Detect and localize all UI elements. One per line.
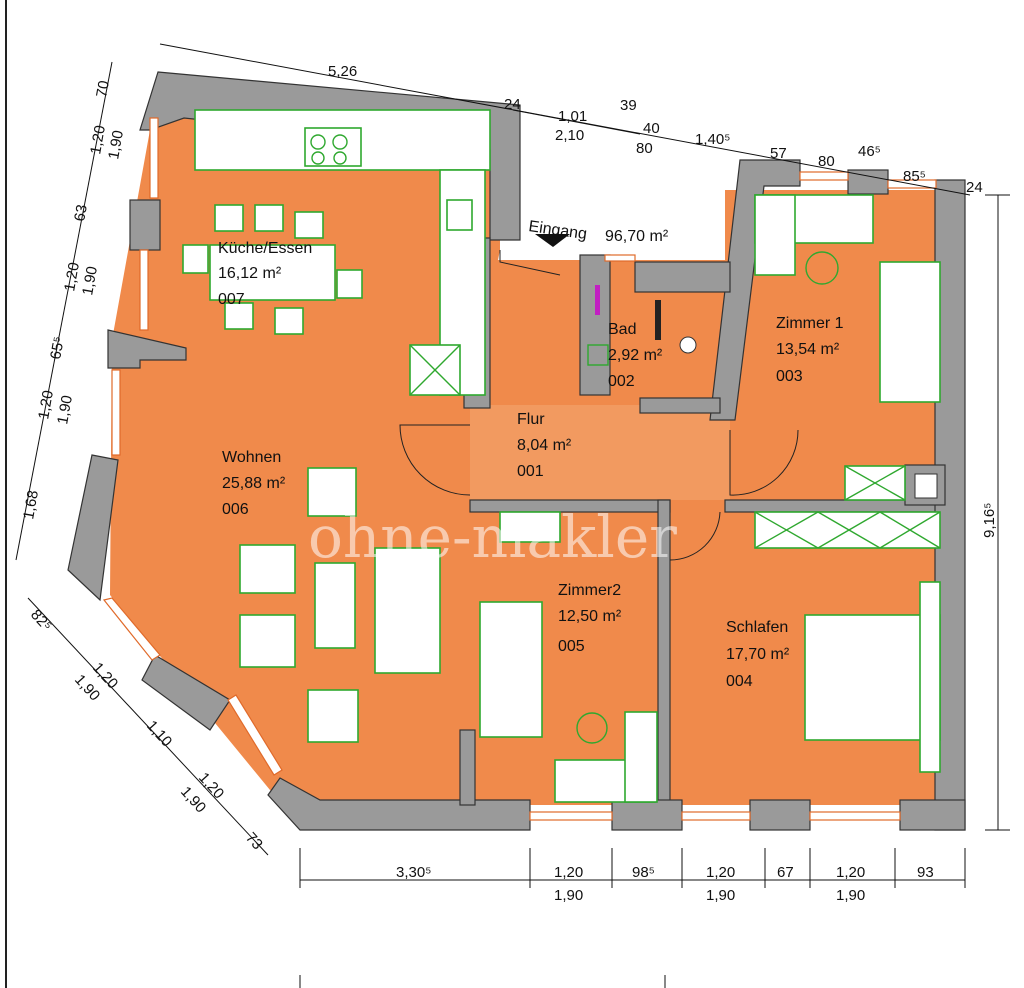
room-number-kueche: 007 [218,291,245,308]
dim-left-1: 1,20 [87,124,109,156]
dim-bottom-6: 67 [777,864,794,881]
dimensions-bottom: 3,30⁵ 1,20 1,90 98⁵ 1,20 1,90 67 1,20 1,… [396,864,934,904]
room-number-schlafen: 004 [726,673,753,690]
doors [399,250,799,561]
room-area-zimmer2: 12,50 m² [558,608,622,625]
room-name-bad: Bad [608,321,636,338]
room-number-wohnen: 006 [222,501,249,518]
room-name-kueche: Küche/Essen [218,240,312,257]
hall-floor [470,405,730,500]
room-area-bad: 2,92 m² [608,347,663,364]
room-name-schlafen: Schlafen [726,619,788,636]
room-name-wohnen: Wohnen [222,449,281,466]
room-number-zimmer2: 005 [558,638,585,655]
zimmer2-furniture [479,511,658,803]
watermark: ohne-makler [308,503,677,571]
dim-top-7: 1,40⁵ [695,131,730,148]
dim-bottom-7: 1,20 [836,864,865,881]
dim-left-3: 63 [71,203,91,222]
dim-bottom-5: 1,90 [706,887,735,904]
entrance-arrow-icon [535,234,570,247]
bath-fixtures [587,285,697,366]
dim-top-3: 2,10 [555,127,584,144]
dim-bottom-4: 1,20 [706,864,735,881]
room-area-zimmer1: 13,54 m² [776,341,840,358]
dim-top-2: 1,01 [558,108,587,125]
living-furniture [239,467,441,743]
dim-diag-0: 82⁵ [27,606,55,634]
dim-top-0: 5,26 [328,63,357,80]
dimension-lines [15,43,1010,888]
dim-top-11: 85⁵ [903,168,926,185]
zimmer1-furniture [754,194,941,501]
total-area: 96,70 m² [605,228,669,245]
dim-top-9: 80 [818,153,835,170]
dim-bottom-3: 98⁵ [632,864,655,881]
room-area-flur: 8,04 m² [517,437,572,454]
dim-bottom-2: 1,90 [554,887,583,904]
room-number-flur: 001 [517,463,544,480]
room-area-wohnen: 25,88 m² [222,475,286,492]
dim-left-7: 1,20 [35,389,57,421]
dim-top-8: 57 [770,145,787,162]
room-labels: Küche/Essen 16,12 m² 007 Wohnen 25,88 m²… [218,218,844,690]
room-number-zimmer1: 003 [776,368,803,385]
room-number-bad: 002 [608,373,635,390]
room-name-zimmer2: Zimmer2 [558,582,621,599]
schlafen-furniture [754,511,941,773]
windows [102,117,937,821]
dim-top-12: 24 [966,179,983,196]
dim-bottom-0: 3,30⁵ [396,864,431,881]
room-area-kueche: 16,12 m² [218,265,282,282]
dim-left-9: 1,68 [20,489,42,521]
dim-top-10: 46⁵ [858,143,881,160]
dimensions-left: 70 1,20 1,90 63 1,20 1,90 65⁵ 1,20 1,90 … [20,79,127,520]
dim-top-4: 39 [620,97,637,114]
dim-left-8: 1,90 [54,394,76,426]
room-area-schlafen: 17,70 m² [726,646,790,663]
room-name-flur: Flur [517,411,545,428]
room-name-zimmer1: Zimmer 1 [776,315,844,332]
dimensions-top: 5,26 24 1,01 2,10 39 40 80 1,40⁵ 57 80 4… [328,63,983,196]
dim-bottom-8: 1,90 [836,887,865,904]
kitchen-furniture [182,109,491,396]
dim-top-6: 80 [636,140,653,157]
dim-left-0: 70 [93,79,113,98]
dim-left-4: 1,20 [61,261,83,293]
dim-left-5: 1,90 [79,265,101,297]
dim-top-5: 40 [643,120,660,137]
dim-right-0: 9,16⁵ [981,503,998,538]
dim-top-1: 24 [504,96,521,113]
dim-diag-3: 1,10 [143,717,175,750]
dim-bottom-1: 1,20 [554,864,583,881]
dim-left-2: 1,90 [105,129,127,161]
dim-left-6: 65⁵ [47,335,68,361]
dim-bottom-9: 93 [917,864,934,881]
